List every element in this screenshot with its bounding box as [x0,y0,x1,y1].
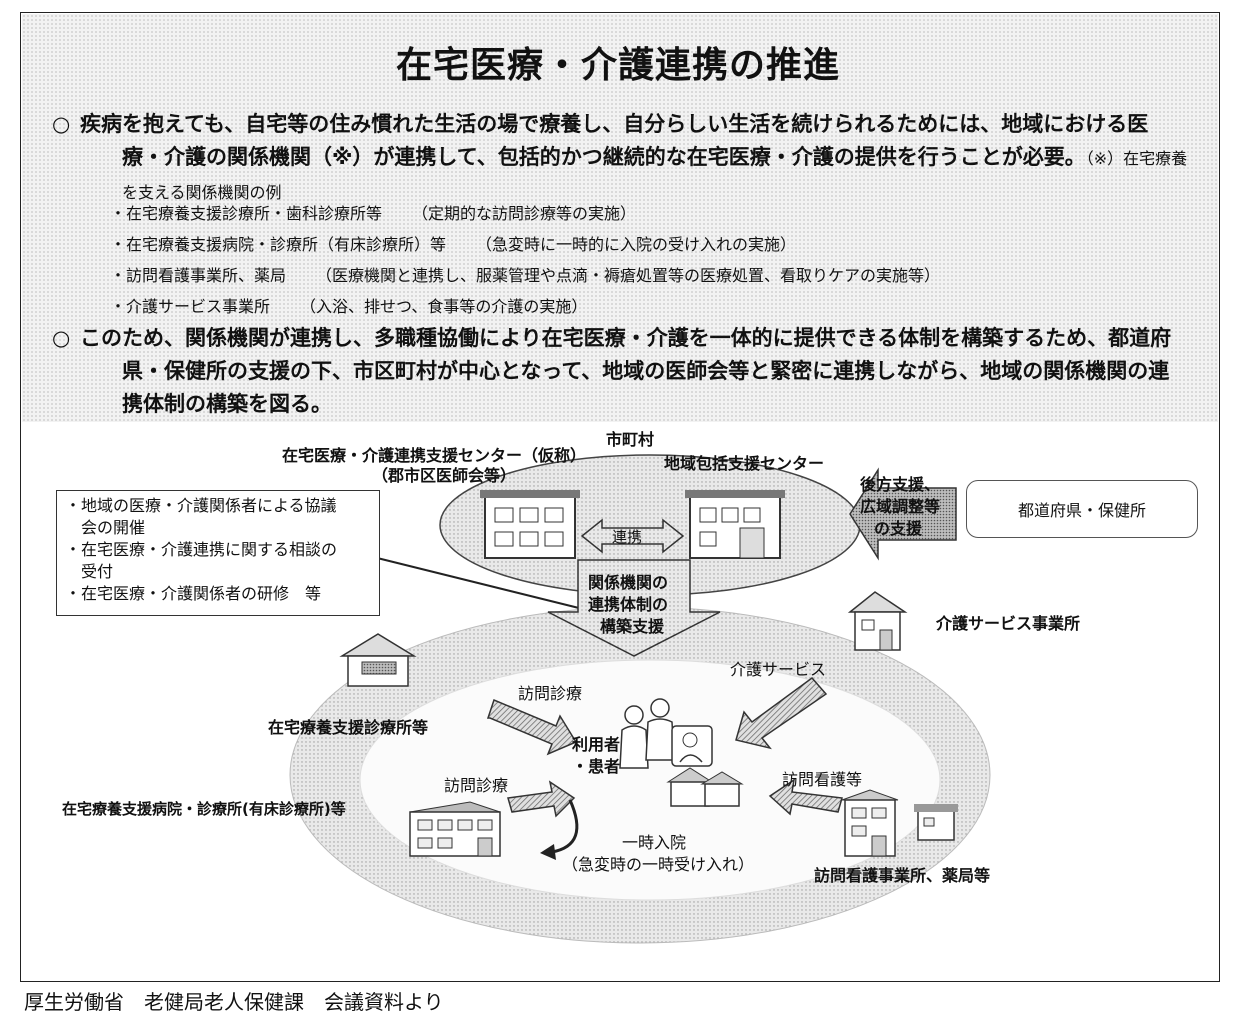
prefecture-label: 都道府県・保健所 [1017,501,1146,520]
page-title: 在宅医療・介護連携の推進 [395,45,840,86]
link-double-arrow [580,518,685,554]
bullet-mark: ○ [52,112,71,136]
task-connector [344,549,596,613]
build-support-label: 関係機関の 連携体制の 構築支援 [588,573,669,636]
backup-support-label: 後方支援、 広域調整等 の支援 [860,475,941,538]
source-footer: 厚生労働省 老健局老人保健課 会議資料より [24,990,444,1014]
hospital-label: 在宅療養支援病院・診療所(有床診療所)等 [62,800,346,818]
example-note: （※）在宅療養を支える関係機関の例 [122,149,1188,202]
task-line: ・在宅医療・介護連携に関する相談の [65,540,338,559]
institution-item: ・在宅療養支援病院・診療所（有床診療所）等（急変時に一時的に入院の受け入れの実施… [110,235,797,254]
hospital-visit-arrow [507,780,576,818]
task-line: 受付 [65,562,114,581]
clinic-visit-arrow [486,698,578,756]
medical-staff-and-patient-icon [619,698,713,769]
support-center-building-icon [480,490,580,559]
center-tasks-box: ・地域の医療・介護関係者による協議 会の開催 ・在宅医療・介護連携に関する相談の… [56,490,380,616]
pharmacy-building-icon [914,804,958,841]
temp-admission-label: 一時入院 （急変時の一時受け入れ） [562,833,755,874]
clinic-house-icon [339,633,417,687]
hospital-building-icon [409,801,501,857]
summary-panel [22,14,1218,422]
institution-item: ・訪問看護事業所、薬局（医療機関と連携し、服薬管理や点滴・褥瘡処置等の医療処置、… [110,266,941,285]
clinic-visit-label: 訪問診療 [518,684,583,703]
backup-support-arrow [849,467,957,561]
build-support-arrow [547,559,721,657]
nursing-office-label: 訪問看護事業所、薬局等 [814,866,991,885]
nursing-visit-arrow [768,778,843,816]
regional-center-label: 地域包括支援センター [664,454,825,473]
prefecture-box: 都道府県・保健所 [966,480,1198,538]
care-office-house-icon [847,591,908,651]
link-label: 連携 [612,528,643,546]
task-line: 会の開催 [65,518,146,537]
paragraph-2-text: このため、関係機関が連携し、多職種協働により在宅医療・介護を一体的に提供できる体… [80,326,1172,416]
institution-item: ・在宅療養支援診療所・歯科診療所等（定期的な訪問診療等の実施） [110,204,637,223]
bullet-mark: ○ [52,326,71,350]
hospital-visit-label: 訪問診療 [444,776,509,795]
patient-home-icon [666,767,744,807]
paragraph-1-text: 疾病を抱えても、自宅等の住み慣れた生活の場で療養し、自分らしい生活を続けられるた… [80,112,1149,169]
paragraph-1: ○ 疾病を抱えても、自宅等の住み慣れた生活の場で療養し、自分らしい生活を続けられ… [40,108,1190,209]
municipality-label: 市町村 [606,430,655,449]
institution-item: ・介護サービス事業所（入浴、排せつ、食事等の介護の実施） [110,297,588,316]
paragraph-2: ○ このため、関係機関が連携し、多職種協働により在宅医療・介護を一体的に提供でき… [40,322,1190,421]
temp-admission-arrow [551,799,579,854]
support-center-label: 在宅医療・介護連携支援センター（仮称） [282,446,587,465]
task-line: ・在宅医療・介護関係者の研修 等 [65,584,322,603]
care-office-label: 介護サービス事業所 [936,614,1081,633]
patient-label: 利用者 ・患者 [572,735,621,776]
care-service-arrow [735,676,828,750]
slide-frame [20,12,1220,982]
care-service-label: 介護サービス [730,660,827,679]
task-line: ・地域の医療・介護関係者による協議 [65,496,337,515]
support-center-sub-label: （郡市区医師会等） [372,466,517,485]
regional-center-building-icon [685,490,785,559]
clinic-label: 在宅療養支援診療所等 [268,718,429,737]
nursing-station-building-icon [841,789,899,857]
nursing-visit-label: 訪問看護等 [782,770,863,789]
